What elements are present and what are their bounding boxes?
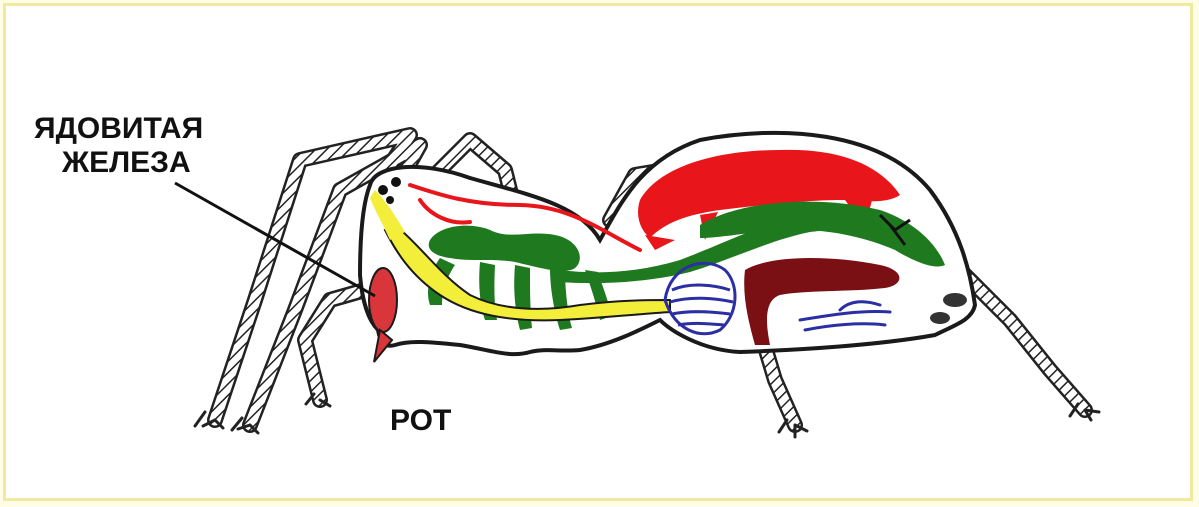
mouth-label: РОТ (390, 404, 451, 438)
venom-gland-pointer (175, 183, 375, 296)
venom-gland-label-line2: ЖЕЛЕЗА (34, 146, 203, 180)
venom-gland-label: ЯДОВИТАЯ ЖЕЛЕЗА (34, 112, 203, 180)
venom-gland (369, 268, 397, 362)
venom-gland-label-line1: ЯДОВИТАЯ (34, 112, 203, 145)
